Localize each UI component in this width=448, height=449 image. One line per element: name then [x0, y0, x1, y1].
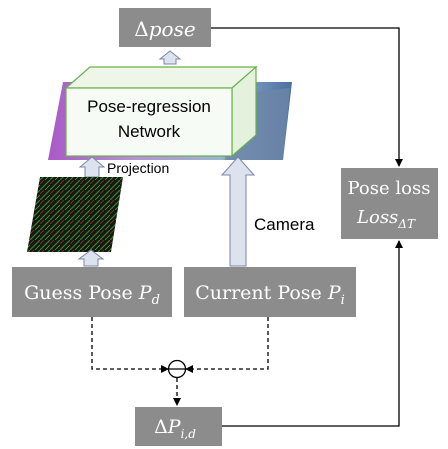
delta-pose-label: Δpose — [134, 17, 195, 41]
projection-arrow — [78, 156, 106, 178]
delta-p-label: ΔPi,d — [154, 416, 196, 441]
delta-p-box: ΔPi,d — [135, 407, 222, 446]
projection-label: Projection — [107, 160, 169, 176]
current-pose-label: Current Pose Pi — [195, 282, 345, 308]
guess-to-cloud-arrow — [77, 249, 105, 267]
pose-loss-formula: LossΔT — [356, 207, 416, 231]
network-label-line1: Pose-regression — [87, 97, 211, 116]
current-pose-box: Current Pose Pi — [184, 267, 356, 317]
minus-operator-icon — [167, 359, 187, 379]
guess-pose-label: Guess Pose Pd — [24, 282, 160, 308]
network-to-delta-arrow — [158, 50, 182, 65]
network-label-line2: Network — [118, 122, 181, 141]
delta-pose-box: Δpose — [119, 8, 211, 47]
guess-pose-box: Guess Pose Pd — [12, 267, 172, 317]
delta-pose-to-loss-line — [211, 27, 403, 167]
camera-label: Camera — [254, 215, 315, 234]
delta-p-to-loss-line — [222, 240, 403, 427]
current-to-minus-dashed — [185, 317, 269, 373]
pose-loss-label: Pose loss — [348, 178, 431, 199]
guess-to-minus-dashed — [91, 317, 169, 373]
point-cloud-image — [27, 177, 123, 252]
camera-arrow — [220, 156, 256, 267]
pose-loss-box: Pose loss LossΔT — [341, 168, 438, 239]
network-cube: Pose-regression Network — [64, 65, 258, 158]
